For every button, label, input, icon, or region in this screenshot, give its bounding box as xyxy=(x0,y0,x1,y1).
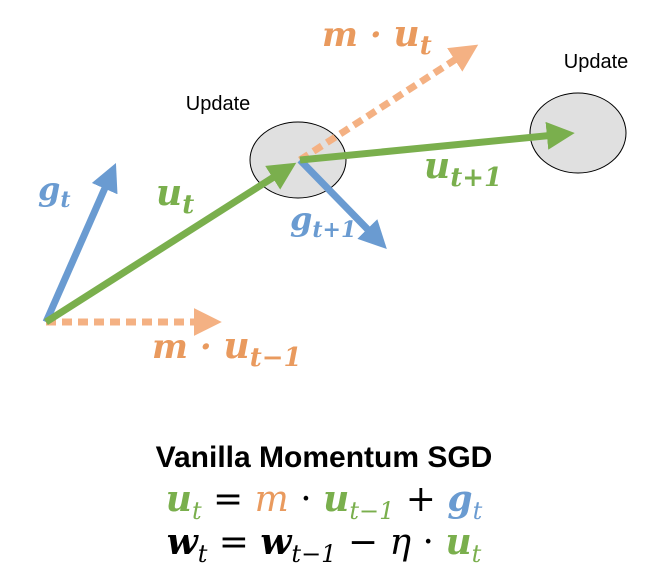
eq1-m: m xyxy=(254,479,289,520)
eq2-eta: η xyxy=(389,522,412,563)
eq2-u-base: u xyxy=(445,521,472,563)
eq2-lhs-sub: t xyxy=(197,540,208,568)
eq1-g-base: g xyxy=(447,478,473,520)
eq2-equals: = xyxy=(207,522,261,563)
eq2-w-base: w xyxy=(260,521,292,563)
eq2-w-sub: t−1 xyxy=(291,540,337,568)
update-circle-right xyxy=(529,92,627,174)
eq1-u-sub: t−1 xyxy=(349,497,395,525)
label-g-t: gt xyxy=(38,170,71,213)
label-u-t1: ut+1 xyxy=(424,145,502,193)
eq2-minus: − xyxy=(336,522,390,563)
label-u-t: ut xyxy=(156,172,194,220)
eq1-equals: = xyxy=(201,479,255,520)
label-m-u-t: m · ut xyxy=(322,13,432,61)
eq1-lhs-base: u xyxy=(165,478,192,520)
gradient-arrow-g-t1 xyxy=(297,157,387,250)
eq1-g-sub: t xyxy=(472,497,483,525)
update-arrow-u-t1 xyxy=(299,121,575,164)
footer-title: Vanilla Momentum SGD xyxy=(155,441,493,474)
equation-weight-update: wt = wt−1 − η · ut xyxy=(0,524,648,566)
update-label-right: Update xyxy=(564,51,629,73)
eq1-lhs-sub: t xyxy=(191,497,202,525)
label-g-t1: gt+1 xyxy=(290,200,356,243)
label-m-u-t-1: m · ut−1 xyxy=(152,325,302,373)
update-arrow-u-t xyxy=(44,162,297,325)
eq1-dot: · xyxy=(288,479,324,520)
eq2-lhs-base: w xyxy=(166,521,198,563)
eq1-plus: + xyxy=(394,479,448,520)
gradient-arrow-g-t xyxy=(42,163,118,324)
momentum-arrow-current xyxy=(298,44,479,163)
eq2-u-sub: t xyxy=(471,540,482,568)
eq1-u-base: u xyxy=(323,478,350,520)
update-label-left: Update xyxy=(186,93,251,115)
eq2-dot: · xyxy=(411,522,446,563)
equation-momentum: ut = m · ut−1 + gt xyxy=(0,481,648,523)
